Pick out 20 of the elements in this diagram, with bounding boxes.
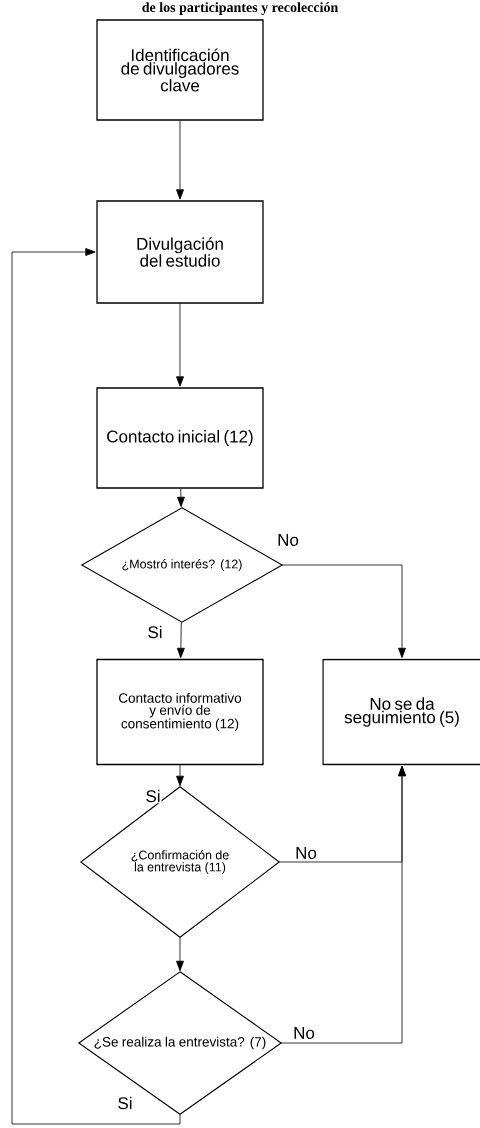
process-box: Contacto inicial (12) [96, 387, 264, 489]
arrow [176, 936, 184, 972]
arrow [177, 488, 185, 508]
arrow [176, 303, 184, 387]
process-box: Contacto informativo y envío de consentimiento (12) [96, 658, 264, 766]
process-box: No se da seguimiento (5) [322, 658, 480, 766]
edge-label: Si [146, 624, 164, 640]
process-box: Identificación de divulgadores clave [96, 19, 264, 121]
arrow [280, 765, 406, 1044]
arrow [11, 248, 181, 1125]
arrow [281, 564, 406, 659]
edge-label: No [294, 846, 318, 860]
edge-label: No [292, 1026, 316, 1040]
arrow [176, 764, 184, 787]
process-box: Divulgación del estudio [96, 200, 264, 304]
edge-label: Si [144, 788, 162, 804]
arrow [176, 120, 184, 200]
title: de los participantes y recolección [142, 2, 339, 15]
edge-label: Si [116, 1095, 134, 1111]
arrow [176, 621, 185, 659]
